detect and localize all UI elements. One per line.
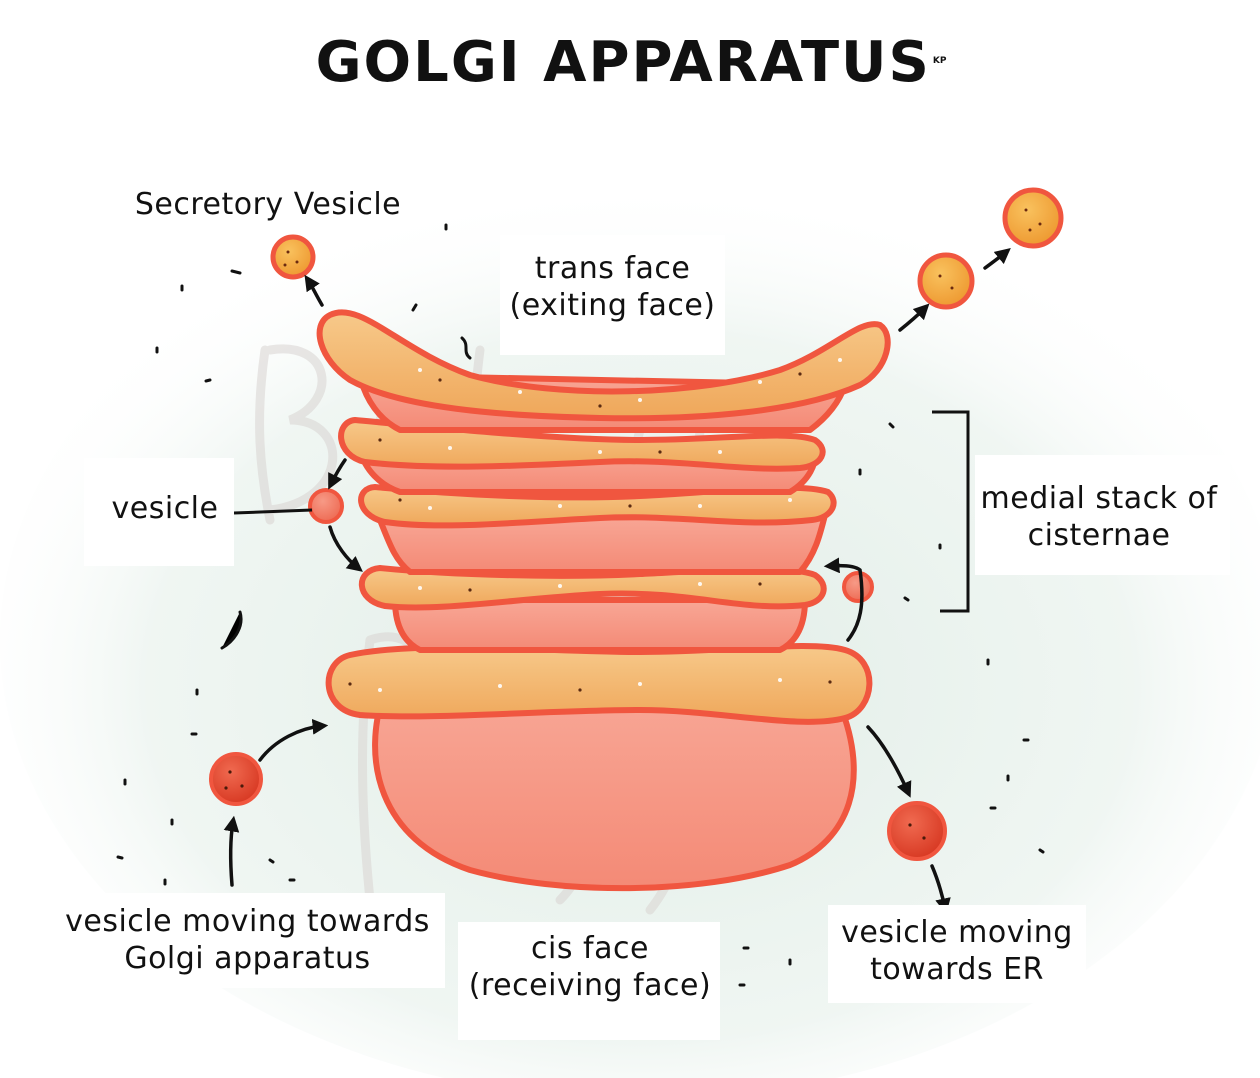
arrow-er-vesicle-to-cis (258, 719, 329, 762)
arrow-to-secretory-vesicle (304, 274, 324, 307)
transport-vesicle-left (308, 488, 344, 524)
medial-bracket (932, 410, 970, 613)
label-medial-stack: medial stack of cisternae (980, 481, 1218, 553)
secretory-vesicle-right-1 (917, 252, 975, 310)
label-cis-face: cis face (receiving face) (468, 931, 712, 1003)
label-moving-golgi-box (50, 893, 445, 988)
arrow-between-right-vesicles (983, 247, 1011, 270)
label-vesicle: vesicle (111, 491, 219, 526)
trans-cisterna (316, 309, 891, 433)
label-moving-er-box (828, 905, 1086, 1003)
label-trans-face: trans face (exiting face) (509, 251, 716, 323)
arrows (223, 247, 1011, 915)
title-mark: KP (932, 56, 947, 66)
arrow-right-vesicle-to-stack (823, 557, 864, 642)
secretory-vesicle-top-left (270, 234, 316, 280)
label-medial-box (975, 455, 1230, 575)
label-moving-towards-er: vesicle moving towards ER (841, 915, 1073, 987)
lumen-speckles (378, 358, 842, 692)
cytoplasm-dots (116, 223, 1045, 987)
vesicle-to-er (887, 801, 947, 861)
arrow-down-from-er-vesicle (930, 864, 951, 915)
medial-cisterna-2 (358, 484, 837, 575)
label-cis-face-box (458, 922, 720, 1040)
arrow-trans-to-right-vesicle (898, 303, 930, 332)
lumen-dots (348, 372, 832, 692)
arrow-to-left-vesicle (328, 458, 347, 490)
label-trans-face-box (500, 235, 725, 355)
arrow-left-vesicle-to-stack (328, 525, 363, 572)
secretory-vesicle-right-2 (1002, 187, 1064, 249)
label-moving-towards-golgi: vesicle moving towards Golgi apparatus (65, 904, 430, 976)
label-vesicle-box (84, 458, 234, 566)
vesicle-from-er (209, 752, 263, 806)
arrow-cis-to-er-vesicle (866, 725, 912, 798)
arrow-up-to-er-vesicle (223, 815, 240, 887)
vesicle-leader-line (233, 508, 313, 515)
label-secretory-vesicle: Secretory Vesicle (134, 187, 402, 222)
medial-cisterna-3 (358, 565, 827, 653)
transport-vesicle-right (842, 571, 874, 603)
